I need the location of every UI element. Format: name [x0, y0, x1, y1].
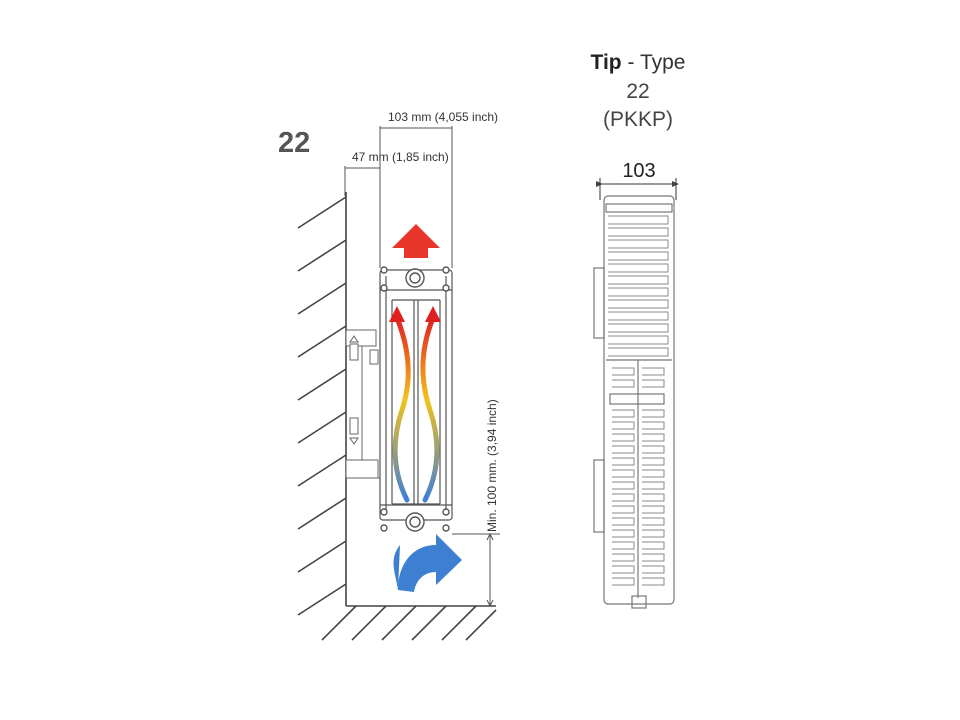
cold-air-arrow-tail: [393, 545, 400, 590]
heat-flow-arrowhead-left-icon: [389, 306, 405, 322]
radiator-body: [379, 269, 453, 521]
type-number-label: 22: [278, 127, 310, 159]
type-code: (PKKP): [603, 108, 673, 131]
wall: [297, 192, 497, 641]
convector-fins-lower-left: [612, 367, 635, 586]
cold-air-arrow-icon: [398, 534, 462, 592]
type-number: 22: [626, 80, 649, 103]
hot-air-arrow-icon: [392, 224, 440, 258]
width-dimension: [596, 178, 679, 200]
wall-bracket: [345, 329, 380, 479]
heat-flow-arrows: [392, 315, 440, 503]
type-title: Tip - Type: [591, 51, 686, 74]
convector-fins-upper: [608, 215, 669, 357]
pipe-connection-bottom: [380, 508, 450, 532]
dimension-wall-gap-label: 47 mm (1,85 inch): [352, 150, 449, 164]
dimension-floor-gap-label: Min. 100 mm. (3,94 inch): [485, 399, 499, 532]
convector-fins-lower-right: [642, 367, 665, 586]
front-section-diagram: Tip - Type 22 (PKKP) 103: [591, 51, 686, 609]
dimension-total-width: [379, 126, 453, 268]
radiator-profile: [593, 195, 675, 609]
pipe-connection-top: [380, 266, 450, 292]
dimension-floor-gap: [452, 532, 500, 608]
width-label: 103: [622, 160, 655, 182]
dimension-wall-gap: [344, 166, 380, 196]
dimension-total-width-label: 103 mm (4,055 inch): [388, 110, 498, 124]
side-section-diagram: 22 103 mm (4,055 inch) 47 mm (1,85 inch): [278, 110, 500, 641]
heat-flow-arrowhead-right-icon: [425, 306, 441, 322]
